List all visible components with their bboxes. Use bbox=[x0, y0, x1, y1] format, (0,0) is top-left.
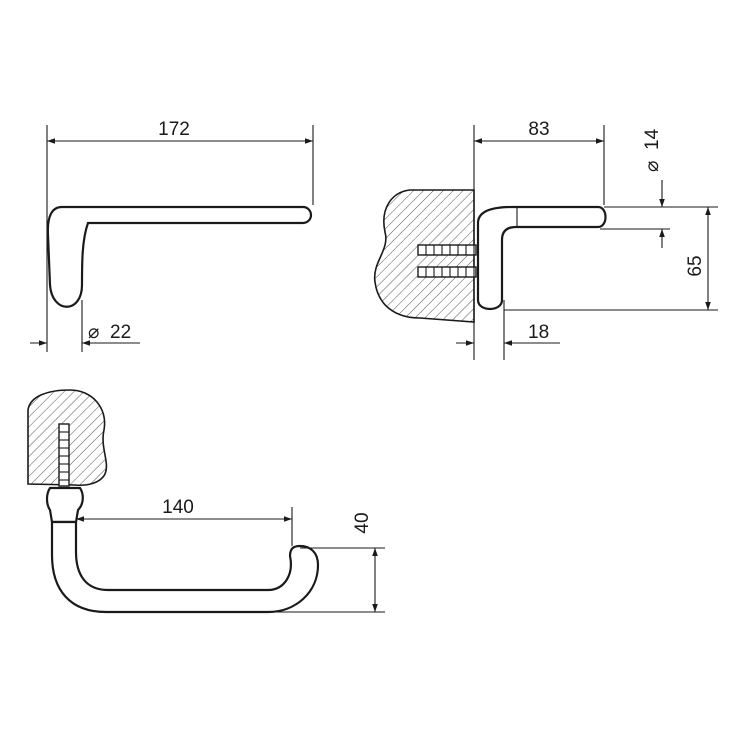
side-view: 83 ⌀ 14 65 18 bbox=[373, 119, 718, 360]
top-offset-label: 40 bbox=[352, 512, 373, 533]
vertical-anchor bbox=[58, 423, 70, 487]
top-span-label: 140 bbox=[162, 497, 194, 518]
front-diameter-label: 22 bbox=[110, 322, 131, 343]
upper-anchor bbox=[417, 244, 477, 256]
top-wall-anchor bbox=[58, 423, 70, 487]
front-length-label: 172 bbox=[158, 119, 190, 140]
side-rod-diameter-label: 14 bbox=[642, 128, 663, 150]
side-wall-anchors bbox=[417, 244, 477, 278]
lower-anchor bbox=[417, 266, 477, 278]
front-diameter-symbol: ⌀ bbox=[88, 322, 99, 343]
side-rod-diameter-symbol: ⌀ bbox=[642, 161, 663, 172]
side-holder-body bbox=[476, 205, 607, 311]
front-view: 172 ⌀ 22 bbox=[30, 119, 314, 352]
top-holder-body bbox=[50, 520, 320, 614]
side-depth-label: 83 bbox=[528, 119, 549, 140]
front-holder-body bbox=[46, 205, 313, 308]
top-rosette bbox=[45, 486, 84, 524]
side-height-label: 65 bbox=[685, 255, 706, 276]
side-wall-section bbox=[373, 189, 475, 323]
side-base-thickness-label: 18 bbox=[528, 322, 549, 343]
top-view: 140 40 bbox=[27, 389, 385, 614]
